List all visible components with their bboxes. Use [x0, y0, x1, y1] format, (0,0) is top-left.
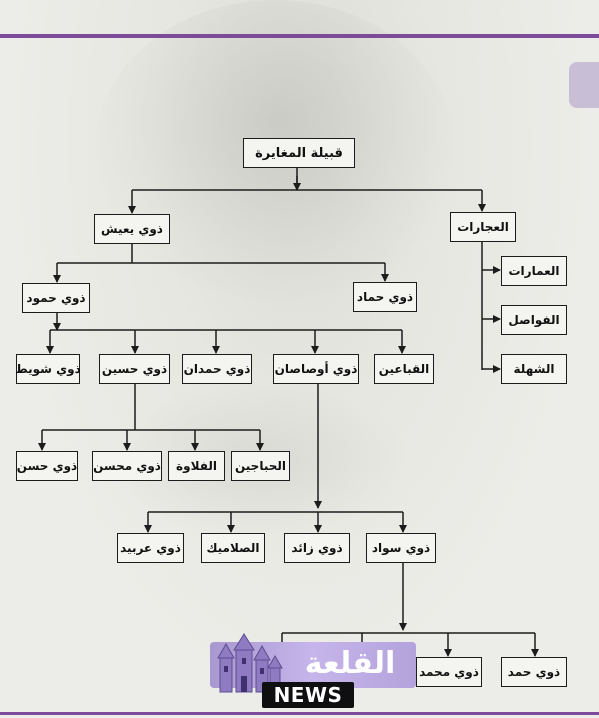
node-hamoud-child-1: ذوي شويط	[15, 354, 81, 384]
node-ajarat-child-2: الفواصل	[501, 305, 567, 335]
logo-news-text: NEWS	[262, 682, 354, 708]
top-accent-rule	[0, 34, 599, 38]
node-hamoud-child-5: القباعين	[374, 354, 434, 384]
node-ajarat-child-3: الشهلة	[501, 354, 567, 384]
node-dhawi-hammad: ذوي حماد	[353, 282, 417, 312]
node-awsasan-child-2: الصلاميك	[201, 533, 265, 563]
node-husain-child-1: ذوي حسن	[16, 451, 78, 481]
node-husain-child-3: الفلاوة	[168, 451, 225, 481]
node-hamoud-child-2: ذوي حسين	[99, 354, 170, 384]
node-sawad-child-1: ذوي محمد	[416, 657, 482, 687]
node-dhawi-hamoud: ذوي حمود	[22, 283, 90, 313]
page-corner-tab	[569, 62, 599, 108]
node-hamoud-child-4: ذوي أوصاصان	[273, 354, 359, 384]
node-root-tribe: قبيلة المغايرة	[243, 138, 355, 168]
node-awsasan-child-1: ذوي عربيد	[117, 533, 184, 563]
node-husain-child-4: الحباجين	[231, 451, 290, 481]
node-hamoud-child-3: ذوي حمدان	[182, 354, 252, 384]
bottom-accent-rule	[0, 712, 599, 715]
logo-arabic-text: القلعة	[304, 646, 396, 681]
node-ajarat: العجارات	[450, 212, 516, 242]
node-sawad-child-2: ذوي حمد	[501, 657, 567, 687]
news-logo: القلعة NEWS	[210, 632, 416, 710]
node-husain-child-2: ذوي محسن	[92, 451, 162, 481]
node-ajarat-child-1: العمارات	[501, 256, 567, 286]
node-dhawi-yaish: ذوي يعيش	[94, 214, 170, 244]
node-awsasan-child-3: ذوي زائد	[284, 533, 350, 563]
node-awsasan-child-4: ذوي سواد	[366, 533, 436, 563]
